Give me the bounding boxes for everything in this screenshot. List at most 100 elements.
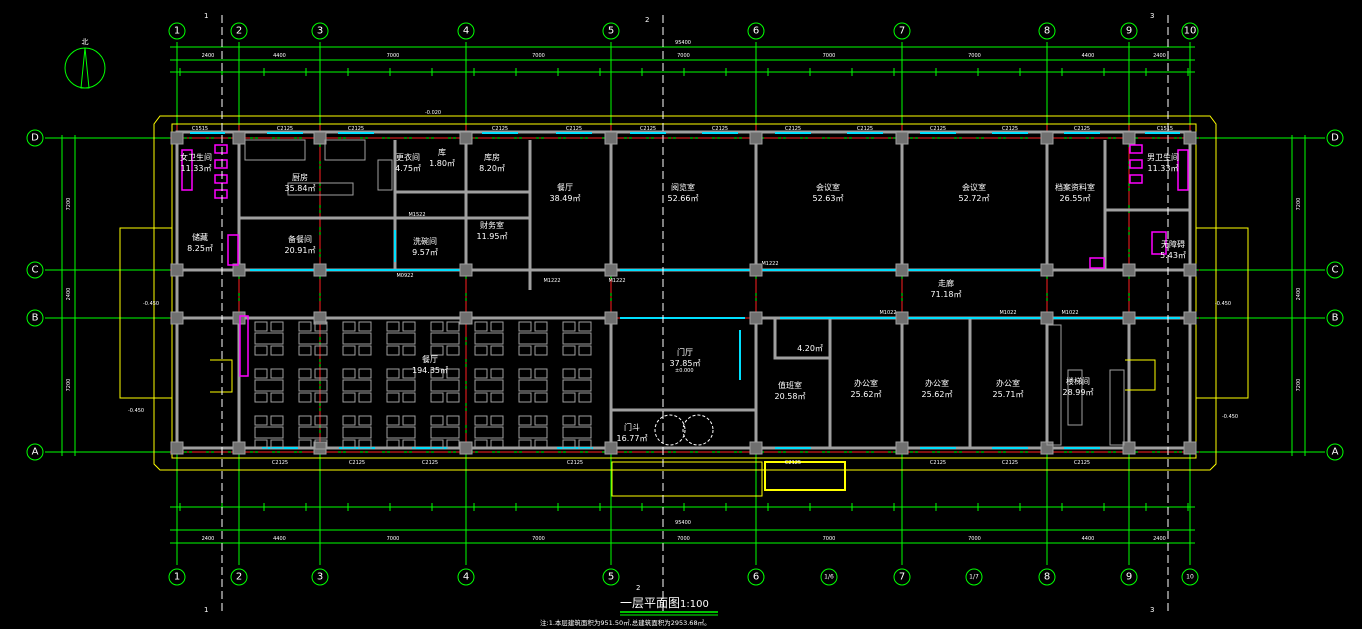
chair [386,368,400,379]
column [459,131,473,145]
axis-label-bottom: 10 [1186,574,1194,581]
column [170,311,184,325]
axis-spacing-top: 4400 [273,53,286,59]
chair [386,321,400,332]
axis-bubble [168,22,186,40]
chair [446,392,460,403]
room-name: 女卫生间 [180,152,212,162]
dining-table [474,379,504,392]
room-area: 8.25㎡ [187,244,213,253]
room-name: 会议室 [962,182,986,192]
dining-table [562,426,592,439]
dining-table [342,379,372,392]
elevation-mark: -0.450 [143,301,159,307]
chair [342,368,356,379]
room-name: 库 [438,147,446,157]
window-label: C2125 [857,126,873,132]
axis-bubble [1326,309,1344,327]
side-dimension: 7200 [66,198,72,211]
axis-bubble [893,568,911,586]
column [895,311,909,325]
chair [314,345,328,356]
room-name: 财务室 [480,220,504,230]
room-area: 52.63㎡ [813,194,844,203]
axis-bubble [1038,568,1056,586]
room-area: 8.20㎡ [479,164,505,173]
chair [386,392,400,403]
axis-label-top: 3 [317,26,323,37]
axis-label-bottom: 5 [608,572,614,583]
section-mark-3-top: 3 [1150,12,1154,20]
axis-bubble [1120,568,1138,586]
column [232,441,246,455]
chair [254,368,268,379]
chair [358,415,372,426]
column [895,441,909,455]
room-area: 11.33㎡ [1148,164,1179,173]
column [749,131,763,145]
dining-table [298,379,328,392]
room-area: 4.75㎡ [395,164,421,173]
column [604,131,618,145]
chair [430,439,444,450]
chair [578,439,592,450]
window-label: C2125 [1002,126,1018,132]
room-area: 11.95㎡ [477,232,508,241]
building-outline [119,115,1249,497]
dining-table [518,426,548,439]
chair [578,415,592,426]
section-marks: 1 2 3 1 2 3 [204,12,1169,615]
column [895,263,909,277]
room-area: 25.62㎡ [922,390,953,399]
axis-bubble [457,568,475,586]
overall-dimension: 95400 [675,40,691,46]
axis-bubble [26,443,44,461]
room-area: 52.72㎡ [959,194,990,203]
column [1122,131,1136,145]
section-mark-1-bottom: 1 [204,606,208,614]
room-labels: 女卫生间11.33㎡厨房35.84㎡更衣间4.75㎡库1.80㎡库房8.20㎡储… [180,147,1186,443]
side-dimension: 7200 [66,379,72,392]
dining-table [254,379,284,392]
chair [446,368,460,379]
chair [534,368,548,379]
window-label: C2125 [277,126,293,132]
room-name: 备餐间 [288,234,312,244]
dining-table [254,426,284,439]
section-mark-2-bottom: 2 [636,584,640,592]
room-name: 值班室 [778,380,802,390]
chair [490,321,504,332]
axis-spacing-top: 7000 [677,53,690,59]
axis-bubble [1120,22,1138,40]
window-label: C2125 [422,460,438,466]
chair [342,321,356,332]
chair [402,392,416,403]
axis-bubble [230,568,248,586]
side-dimension: 7200 [1296,379,1302,392]
room-area: 20.58㎡ [775,392,806,401]
chair [358,439,372,450]
chair [270,345,284,356]
axis-label-bottom: 8 [1044,572,1050,583]
door-label: M1022 [1061,310,1078,316]
chair [298,415,312,426]
north-arrow: 北 [64,38,106,89]
chair [490,392,504,403]
column [313,441,327,455]
window-label: C2125 [1074,126,1090,132]
axis-label-top: 2 [236,26,242,37]
axis-label-bottom: 1/6 [824,574,834,581]
axis-spacing-top: 7000 [823,53,836,59]
chair [578,321,592,332]
dining-table [430,379,460,392]
chair [518,439,532,450]
chair [270,368,284,379]
window-label: C2125 [785,126,801,132]
side-dimension: 2400 [66,288,72,301]
column [604,263,618,277]
chair [562,415,576,426]
dining-table [386,332,416,345]
column [170,263,184,277]
axis-bubble [26,129,44,147]
